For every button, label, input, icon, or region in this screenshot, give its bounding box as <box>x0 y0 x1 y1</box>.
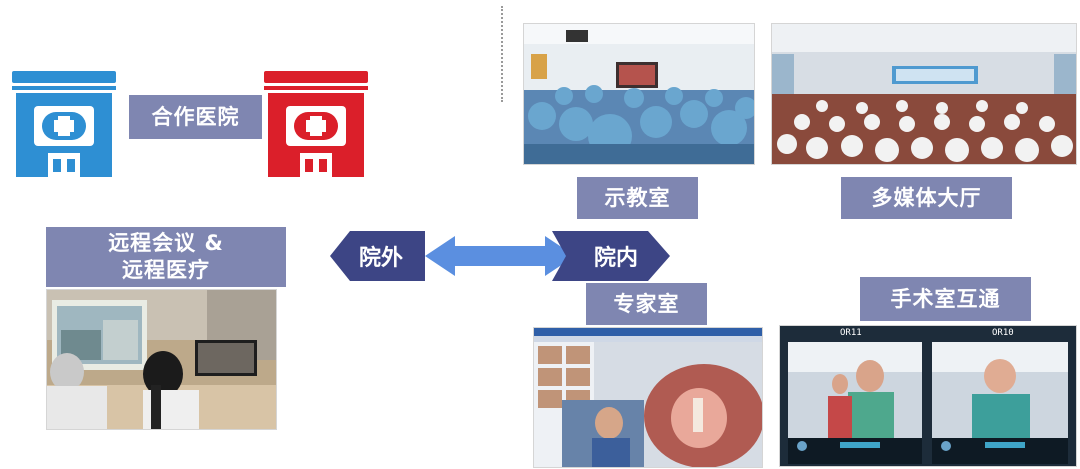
or-interconnect-photo: OR11 OR10 <box>779 325 1077 467</box>
remote-meeting-line2: 远程医疗 <box>122 258 210 282</box>
divider-line <box>501 6 503 102</box>
partner-hospital-label: 合作医院 <box>129 95 262 139</box>
expert-room-label: 专家室 <box>586 283 707 325</box>
inside-hospital-label: 院内 <box>593 246 638 271</box>
expert-room-photo <box>533 327 763 468</box>
teaching-room-photo <box>523 23 755 165</box>
or-camera-label-right: OR10 <box>992 328 1014 338</box>
hospital-icon-blue <box>12 71 116 177</box>
outside-hospital-label: 院外 <box>358 246 403 271</box>
teaching-room-label: 示教室 <box>577 177 698 219</box>
double-arrow <box>330 231 670 281</box>
remote-meeting-label: 远程会议 & 远程医疗 <box>46 227 286 287</box>
or-interconnect-label: 手术室互通 <box>860 277 1031 321</box>
multimedia-hall-photo <box>771 23 1077 165</box>
or-video-frames <box>788 342 1068 464</box>
or-camera-label-left: OR11 <box>840 328 862 338</box>
multimedia-hall-label: 多媒体大厅 <box>841 177 1012 219</box>
hospital-icon-red <box>264 71 368 177</box>
remote-meeting-line1: 远程会议 & <box>108 231 224 255</box>
remote-meeting-photo <box>46 289 277 430</box>
